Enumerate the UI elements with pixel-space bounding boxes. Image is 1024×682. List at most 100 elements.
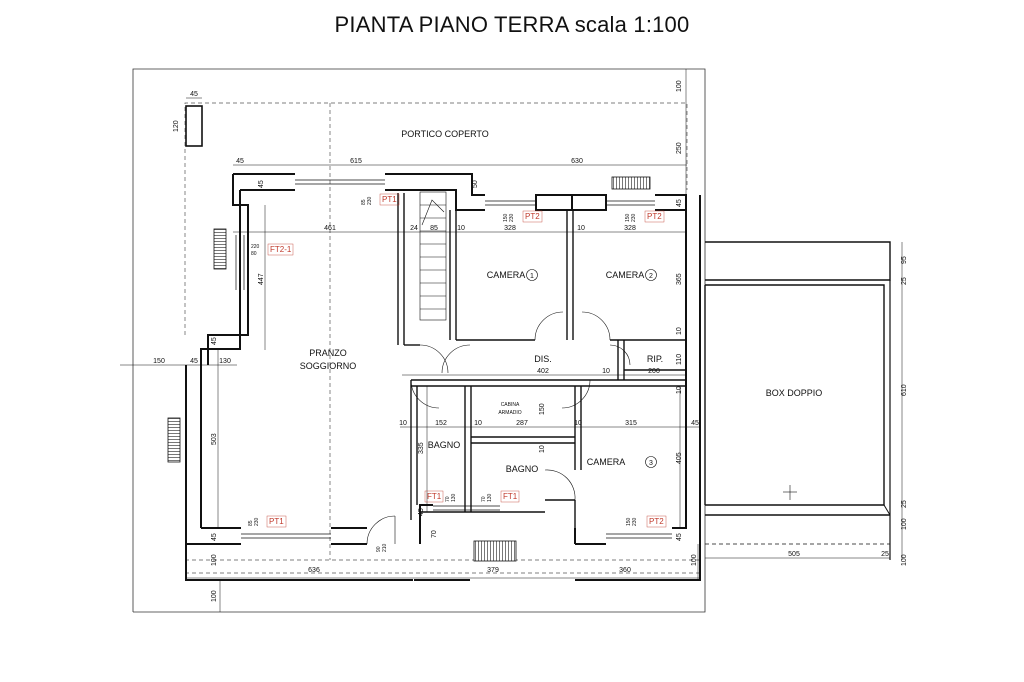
dim-45-e: 45 [190,358,198,365]
portico-outline [184,102,700,574]
tag-pt1-bottom: PT1 [269,517,284,526]
dim-10-cab: 10 [539,445,546,453]
tag-ft1-b: FT1 [503,492,518,501]
dim-100-ll: 100 [211,590,218,602]
tag-pt2-bottom-box [646,515,667,528]
dim-615: 615 [350,158,362,165]
room-camera-3: CAMERA [587,457,626,467]
tag-ft1-b-box [500,490,520,503]
dim-70: 70 [431,530,438,538]
dim-505: 505 [788,551,800,558]
open-ft1-b-w: 70 [481,496,487,502]
open-pt2-a-h: 230 [509,213,515,222]
camera-1-number: 1 [530,273,534,280]
dim-45-chimney: 45 [190,91,198,98]
vent-left-upper [213,228,227,270]
dim-100-top: 100 [676,80,683,92]
tag-pt1-top-box [379,193,400,206]
staircase [419,191,447,321]
room-portico: PORTICO COPERTO [401,129,489,139]
tag-pt2-bottom: PT2 [649,517,664,526]
dim-25-b: 25 [901,500,908,508]
dim-328-b: 328 [624,225,636,232]
dim-365: 365 [676,273,683,285]
room-cabina: CABINA [501,402,520,408]
tag-pt1-top: PT1 [382,195,397,204]
camera-1-marker [526,269,538,281]
dim-10-b: 10 [577,225,585,232]
dim-447: 447 [258,273,265,285]
open-pt2-a-w: 150 [503,213,509,222]
dim-610: 610 [901,384,908,396]
dim-45-d: 45 [211,337,218,345]
dim-150: 150 [153,358,165,365]
dim-287: 287 [516,420,528,427]
exterior-walls [185,173,701,581]
tag-pt2-b-box [644,210,665,223]
dim-100-l: 100 [211,554,218,566]
dim-45-h: 45 [418,508,425,516]
interior-walls [397,193,686,528]
dim-110: 110 [676,354,683,365]
open-pt2-bottom-w: 150 [626,517,632,526]
open-door-h: 210 [382,543,388,552]
windows [235,179,672,539]
dim-328-a: 328 [504,225,516,232]
dim-405: 405 [676,452,683,464]
dim-200: 200 [648,368,660,375]
dim-45-b: 45 [258,180,265,188]
camera-2-number: 2 [649,273,653,280]
dim-10-h: 10 [574,420,582,427]
room-rip: RIP. [647,354,663,364]
open-ft2-w: 220 [251,244,260,250]
dim-85: 85 [430,225,438,232]
dim-10-e: 10 [676,386,683,394]
dim-45-a: 45 [236,158,244,165]
camera-3-marker [645,456,657,468]
vent-top [611,176,651,190]
open-ft1-a-w: 70 [445,496,451,502]
dim-360: 360 [619,567,631,574]
tag-pt1-bottom-box [266,515,287,528]
open-door-w: 90 [376,546,382,552]
dim-10-g: 10 [474,420,482,427]
tag-ft1-a-box [424,490,444,503]
plan-title: PIANTA PIANO TERRA scala 1:100 [334,12,690,37]
dim-379: 379 [487,567,499,574]
dim-335: 335 [418,442,425,454]
open-ft1-a-h: 130 [451,493,457,502]
dim-150-cab: 150 [539,403,546,415]
room-camera-1: CAMERA [487,270,526,280]
dim-10-f: 10 [399,420,407,427]
room-soggiorno: SOGGIORNO [300,361,357,371]
open-ft1-b-h: 130 [487,493,493,502]
tag-pt2-b: PT2 [647,212,662,221]
tag-pt2-a: PT2 [525,212,540,221]
dim-10-c: 10 [676,327,683,335]
chimney [185,105,203,147]
room-dis: DIS. [534,354,552,364]
dim-461: 461 [324,225,336,232]
dim-10-a: 10 [457,225,465,232]
garage [704,241,891,560]
dim-100-box: 100 [901,518,908,530]
open-ft2-h: 80 [251,251,257,257]
open-pt2-b-w: 150 [625,213,631,222]
room-bagno-2: BAGNO [506,464,539,474]
dim-45-i: 45 [676,533,683,541]
dim-95: 95 [901,256,908,264]
camera-2-marker [645,269,657,281]
dim-630: 630 [571,158,583,165]
open-pt1-top-h: 230 [367,196,373,205]
tag-pt2-a-box [522,210,543,223]
dim-130: 130 [219,358,231,365]
open-pt1-bottom-h: 230 [254,517,260,526]
room-camera-2: CAMERA [606,270,645,280]
dim-24: 24 [410,225,418,232]
dim-45-g: 45 [211,533,218,541]
dim-45-c: 45 [676,199,683,207]
dim-50: 50 [472,180,479,188]
dim-503: 503 [211,433,218,445]
room-armadio: ARMADIO [498,410,521,416]
